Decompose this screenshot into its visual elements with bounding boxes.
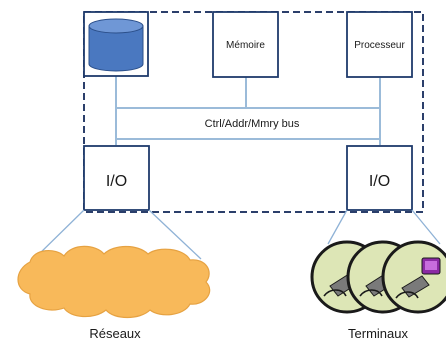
memory-label: Mémoire [226, 40, 265, 51]
bus-label: Ctrl/Addr/Mmry bus [205, 118, 300, 130]
processor-box [346, 11, 413, 78]
terminals-label: Terminaux [348, 326, 408, 341]
network-label: Réseaux [89, 326, 141, 341]
bus-lines [115, 75, 381, 145]
io-right-label: I/O [369, 173, 390, 190]
io-left-label: I/O [106, 173, 127, 190]
io-right-box [346, 145, 413, 211]
disk-icon [83, 11, 149, 77]
memory-box [212, 11, 279, 78]
terminal-icon [381, 240, 446, 314]
processor-label: Processeur [354, 40, 405, 51]
io-left-box [83, 145, 150, 211]
network-cloud-icon [17, 245, 211, 319]
